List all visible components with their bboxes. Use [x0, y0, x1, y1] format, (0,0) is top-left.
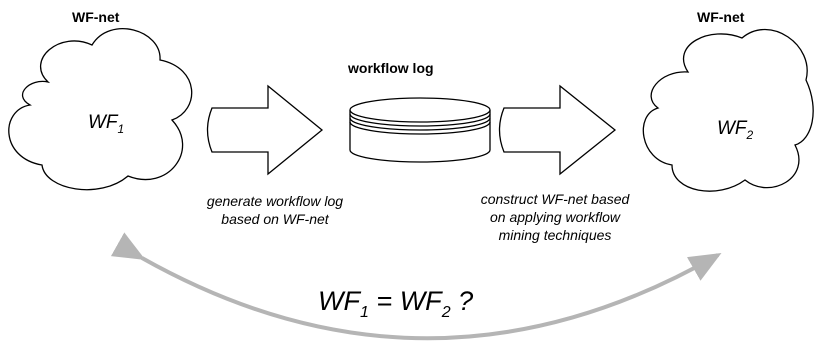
generate-caption-line2: based on WF-net — [221, 211, 329, 227]
construct-block-arrow — [498, 84, 617, 176]
construct-caption-line3: mining techniques — [498, 227, 612, 243]
construct-caption: construct WF-net based on applying workf… — [430, 190, 680, 244]
equivalence-question: WF1 = WF2 ? — [318, 286, 474, 321]
workflow-log-heading: workflow log — [348, 60, 434, 76]
construct-caption-line1: construct WF-net based — [480, 191, 630, 207]
wf2-label: WF2 — [717, 118, 754, 142]
wf2-heading: WF-net — [697, 9, 745, 25]
generate-caption-line1: generate workflow log — [206, 193, 344, 209]
wf1-heading: WF-net — [72, 9, 120, 25]
generate-caption: generate workflow log based on WF-net — [160, 192, 390, 228]
comparison-double-arrow — [110, 232, 722, 341]
wf2-cloud — [642, 28, 814, 192]
generate-block-arrow — [206, 84, 324, 176]
wf1-cloud — [8, 28, 193, 191]
construct-caption-line2: on applying workflow — [490, 209, 620, 225]
wf1-label: WF1 — [88, 112, 125, 136]
workflow-log-cylinder — [349, 97, 491, 163]
